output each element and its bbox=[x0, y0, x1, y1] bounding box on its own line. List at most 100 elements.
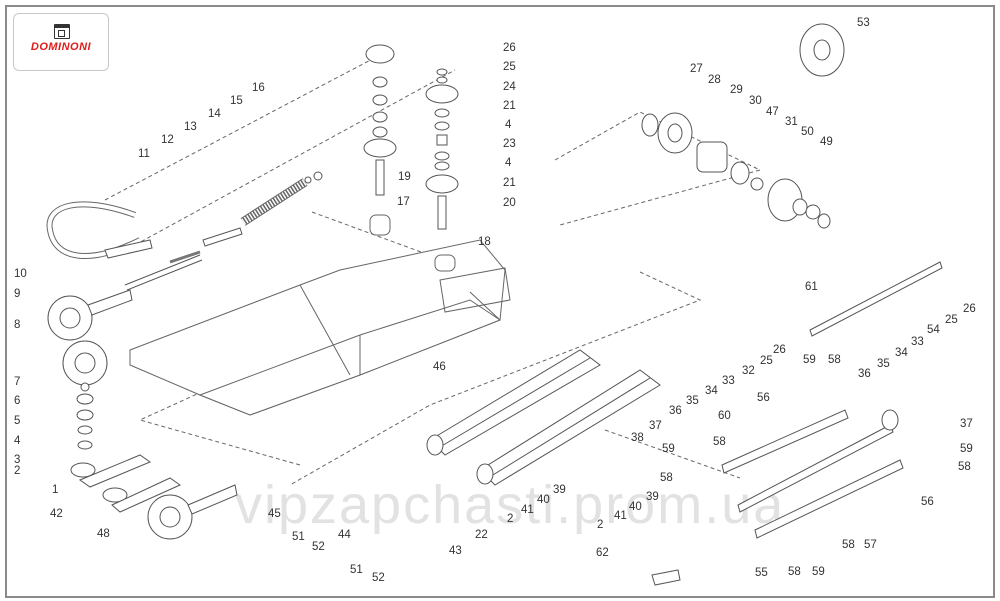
callout-16: 16 bbox=[252, 82, 265, 94]
callout-49: 49 bbox=[820, 136, 833, 148]
callout-17: 17 bbox=[397, 196, 410, 208]
callout-58-top-right: 58 bbox=[828, 354, 841, 366]
callout-10: 10 bbox=[14, 268, 27, 280]
callout-58-mid: 58 bbox=[713, 436, 726, 448]
callout-34-mid: 34 bbox=[705, 385, 718, 397]
gearbox-gears bbox=[641, 23, 845, 229]
callout-29: 29 bbox=[730, 84, 743, 96]
callout-21-top: 21 bbox=[503, 100, 516, 112]
callout-27: 27 bbox=[690, 63, 703, 75]
callout-25-top: 25 bbox=[503, 61, 516, 73]
callout-59-bottom: 59 bbox=[812, 566, 825, 578]
callout-58-bottom: 58 bbox=[788, 566, 801, 578]
callout-38: 38 bbox=[631, 432, 644, 444]
callout-54: 54 bbox=[927, 324, 940, 336]
callout-2-left: 2 bbox=[507, 513, 514, 525]
callout-15: 15 bbox=[230, 95, 243, 107]
callout-13: 13 bbox=[184, 121, 197, 133]
callout-52-upper: 52 bbox=[312, 541, 325, 553]
callout-59-mid: 59 bbox=[662, 443, 675, 455]
callout-41-right: 41 bbox=[614, 510, 627, 522]
callout-43: 43 bbox=[449, 545, 462, 557]
left-sprocket-stack bbox=[47, 289, 238, 540]
callout-19: 19 bbox=[398, 171, 411, 183]
callout-12: 12 bbox=[161, 134, 174, 146]
callout-51-lower: 51 bbox=[350, 564, 363, 576]
callout-40-left: 40 bbox=[537, 494, 550, 506]
callout-37-right: 37 bbox=[960, 418, 973, 430]
callout-23: 23 bbox=[503, 138, 516, 150]
callout-58-left: 58 bbox=[660, 472, 673, 484]
callout-56-bottom: 56 bbox=[921, 496, 934, 508]
callout-31: 31 bbox=[785, 116, 798, 128]
callout-59-top-right: 59 bbox=[803, 354, 816, 366]
callout-4-lower: 4 bbox=[505, 157, 512, 169]
callout-14: 14 bbox=[208, 108, 221, 120]
callout-30: 30 bbox=[749, 95, 762, 107]
callout-26-mid: 26 bbox=[773, 344, 786, 356]
callout-40-right: 40 bbox=[629, 501, 642, 513]
callout-47: 47 bbox=[766, 106, 779, 118]
brand-logo: DOMINONI bbox=[13, 13, 109, 71]
callout-9: 9 bbox=[14, 288, 21, 300]
callout-2-right: 2 bbox=[597, 519, 604, 531]
callout-35-mid: 35 bbox=[686, 395, 699, 407]
callout-5: 5 bbox=[14, 415, 21, 427]
callout-32: 32 bbox=[742, 365, 755, 377]
callout-8: 8 bbox=[14, 319, 21, 331]
callout-7: 7 bbox=[14, 376, 21, 388]
callout-21-bottom: 21 bbox=[503, 177, 516, 189]
callout-6: 6 bbox=[14, 395, 21, 407]
callout-58-right: 59 bbox=[960, 443, 973, 455]
callout-45: 45 bbox=[268, 508, 281, 520]
brand-name: DOMINONI bbox=[30, 41, 92, 53]
callout-35-right: 35 bbox=[877, 358, 890, 370]
callout-4: 4 bbox=[14, 435, 21, 447]
callout-50: 50 bbox=[801, 126, 814, 138]
roller-chain bbox=[46, 201, 142, 259]
callout-56-top: 56 bbox=[757, 392, 770, 404]
callout-28: 28 bbox=[708, 74, 721, 86]
callout-41-left: 41 bbox=[521, 504, 534, 516]
callout-2: 2 bbox=[14, 465, 21, 477]
callout-20: 20 bbox=[503, 197, 516, 209]
callout-36-right: 36 bbox=[858, 368, 871, 380]
callout-18: 18 bbox=[478, 236, 491, 248]
watermark: vipzapchasti.prom.ua bbox=[235, 475, 786, 535]
auger-rotors bbox=[426, 349, 661, 486]
callout-52-lower: 52 bbox=[372, 572, 385, 584]
callout-59-right: 58 bbox=[958, 461, 971, 473]
callout-25-right: 25 bbox=[945, 314, 958, 326]
callout-51-upper: 51 bbox=[292, 531, 305, 543]
callout-39-right: 39 bbox=[646, 491, 659, 503]
callout-37-mid: 37 bbox=[649, 420, 662, 432]
right-rail-assembly bbox=[651, 261, 943, 586]
tensioner-assembly bbox=[104, 171, 323, 291]
callout-39-left: 39 bbox=[553, 484, 566, 496]
callout-1: 1 bbox=[52, 484, 59, 496]
callout-58-bottom-mid: 58 bbox=[842, 539, 855, 551]
brand-emblem-icon bbox=[54, 24, 70, 39]
callout-3: 3 bbox=[14, 454, 21, 466]
callout-26-top: 26 bbox=[503, 42, 516, 54]
callout-61: 61 bbox=[805, 281, 818, 293]
callout-60: 60 bbox=[718, 410, 731, 422]
callout-25-mid: 25 bbox=[760, 355, 773, 367]
callout-55: 55 bbox=[755, 567, 768, 579]
callout-34-right: 34 bbox=[895, 347, 908, 359]
callout-4-upper: 4 bbox=[505, 119, 512, 131]
center-gear-stacks bbox=[363, 44, 459, 230]
callout-48: 48 bbox=[97, 528, 110, 540]
callout-33-mid: 33 bbox=[722, 375, 735, 387]
callout-62: 62 bbox=[596, 547, 609, 559]
main-frame bbox=[129, 214, 511, 416]
callout-44: 44 bbox=[338, 529, 351, 541]
callout-11: 11 bbox=[138, 148, 150, 160]
callout-42: 42 bbox=[50, 508, 63, 520]
callout-36-mid: 36 bbox=[669, 405, 682, 417]
callout-22: 22 bbox=[475, 529, 488, 541]
assembly-dashed-lines bbox=[104, 54, 762, 486]
callout-53: 53 bbox=[857, 17, 870, 29]
callout-33-right: 33 bbox=[911, 336, 924, 348]
